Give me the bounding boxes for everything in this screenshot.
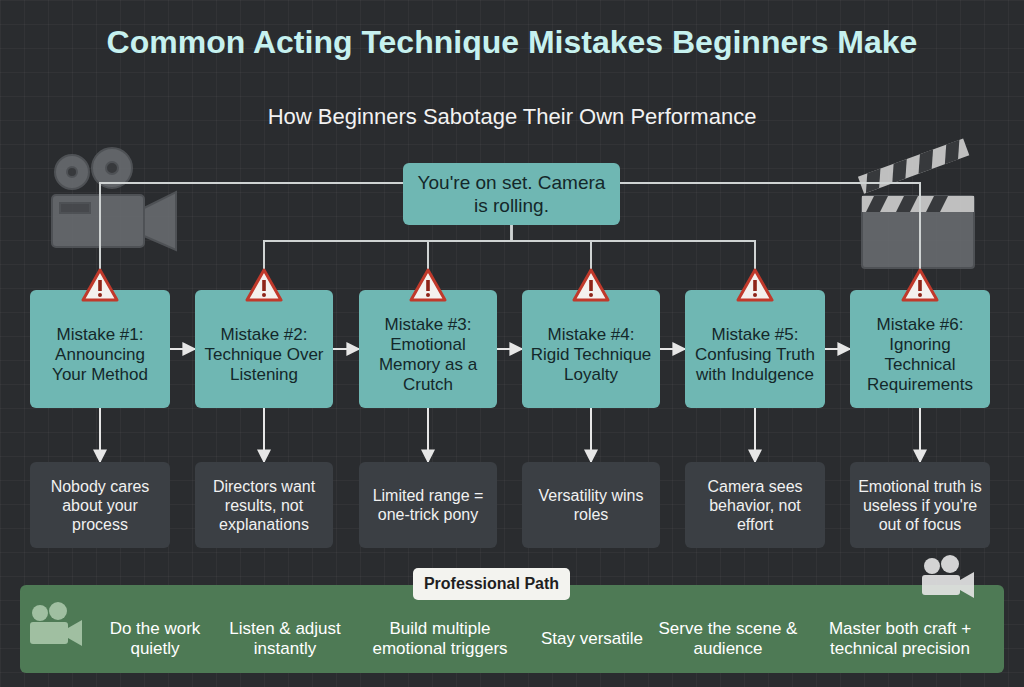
connector	[512, 225, 592, 290]
mistake-name: Rigid Technique Loyalty	[528, 345, 654, 385]
connector	[919, 408, 921, 462]
mistake-box: Mistake #5:Confusing Truth with Indulgen…	[685, 290, 825, 408]
connector	[333, 348, 359, 350]
subtitle: How Beginners Sabotage Their Own Perform…	[0, 104, 1024, 130]
connector	[99, 408, 101, 462]
result-box: Limited range = one-trick pony	[359, 462, 497, 548]
mistake-box: Mistake #6:Ignoring Technical Requiremen…	[850, 290, 990, 408]
box-text: You're on set. Camera is rolling.	[413, 171, 610, 217]
connector	[754, 408, 756, 462]
path-step: Listen & adjust instantly	[220, 611, 350, 667]
path-label: Professional Path	[413, 568, 570, 600]
connector	[428, 225, 512, 290]
path-band: Do the work quietlyListen & adjust insta…	[20, 585, 1004, 673]
mistake-name: Confusing Truth with Indulgence	[691, 345, 819, 385]
connector	[170, 348, 195, 350]
box-text: Professional Path	[424, 574, 559, 594]
result-box: Versatility wins roles	[522, 462, 660, 548]
mistake-box: Mistake #2:Technique Over Listening	[195, 290, 333, 408]
connector	[620, 183, 920, 290]
result-box: Directors want results, not explanations	[195, 462, 333, 548]
mistake-name: Announcing Your Method	[36, 345, 164, 385]
connector	[512, 225, 756, 290]
mistake-number: Mistake #3:	[385, 315, 472, 335]
start-box: You're on set. Camera is rolling.	[403, 163, 620, 225]
connector	[660, 348, 685, 350]
connector	[590, 408, 592, 462]
connector	[263, 408, 265, 462]
mistake-box: Mistake #4:Rigid Technique Loyalty	[522, 290, 660, 408]
box-text: Nobody cares about your process	[36, 477, 164, 534]
result-box: Camera sees behavior, not effort	[685, 462, 825, 548]
mistake-box: Mistake #3:Emotional Memory as a Crutch	[359, 290, 497, 408]
path-step: Build multiple emotional triggers	[356, 611, 524, 667]
connector	[497, 348, 522, 350]
box-text: Directors want results, not explanations	[201, 477, 327, 534]
box-text: Limited range = one-trick pony	[365, 486, 491, 524]
mistake-name: Emotional Memory as a Crutch	[365, 335, 491, 395]
path-step: Serve the scene & audience	[658, 611, 798, 667]
result-box: Emotional truth is useless if you're out…	[850, 462, 990, 548]
box-text: Camera sees behavior, not effort	[691, 477, 819, 534]
path-step: Do the work quietly	[93, 611, 217, 667]
box-text: Versatility wins roles	[528, 486, 654, 524]
title: Common Acting Technique Mistakes Beginne…	[0, 24, 1024, 61]
mistake-number: Mistake #2:	[221, 325, 308, 345]
mistake-name: Technique Over Listening	[201, 345, 327, 385]
path-step: Stay versatile	[530, 611, 654, 667]
connector	[264, 225, 512, 290]
mistake-number: Mistake #6:	[877, 315, 964, 335]
result-box: Nobody cares about your process	[30, 462, 170, 548]
film-camera-icon	[52, 148, 176, 250]
connector	[100, 183, 403, 290]
connector	[825, 348, 850, 350]
path-step: Master both craft + technical precision	[805, 611, 995, 667]
mistake-name: Ignoring Technical Requirements	[856, 335, 984, 395]
mistake-box: Mistake #1:Announcing Your Method	[30, 290, 170, 408]
mistake-number: Mistake #1:	[57, 325, 144, 345]
mistake-number: Mistake #4:	[548, 325, 635, 345]
box-text: Emotional truth is useless if you're out…	[856, 477, 984, 534]
mistake-number: Mistake #5:	[712, 325, 799, 345]
connector	[427, 408, 429, 462]
clapperboard-icon	[858, 138, 974, 268]
